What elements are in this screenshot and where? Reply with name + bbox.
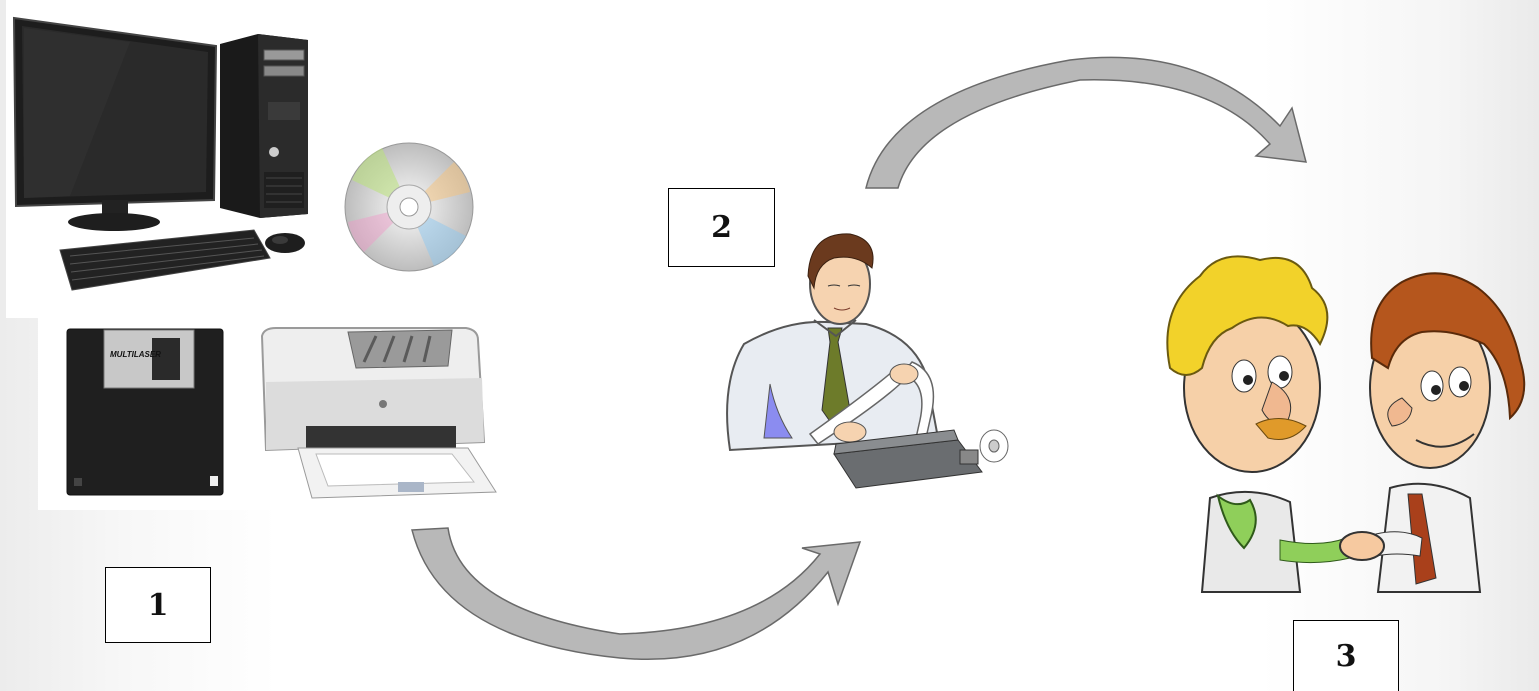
curved-arrow-shape: [865, 56, 1308, 189]
step-2-label: 2: [668, 188, 775, 267]
handshake-cartoon-icon: [1166, 255, 1526, 593]
floppy-brand-label: MULTILASER: [110, 350, 161, 359]
curved-arrow-shape: [411, 527, 862, 661]
mouse-icon: [265, 233, 305, 253]
step-1-label: 1: [105, 567, 211, 643]
cd-disc-icon: [344, 142, 474, 272]
floppy-disk-icon: [66, 328, 224, 496]
operator-reading-tape-icon: [726, 233, 1009, 489]
keyboard-icon: [59, 229, 271, 291]
arrow-step2-to-step3: [865, 56, 1308, 189]
floppy-disk: MULTILASER: [66, 328, 224, 496]
monitor-icon: [12, 16, 218, 231]
pc-tower-icon: [220, 34, 308, 218]
arrow-step1-to-step2: [411, 527, 862, 661]
step-3-label: 3: [1293, 620, 1399, 691]
printer-icon: [260, 327, 497, 499]
